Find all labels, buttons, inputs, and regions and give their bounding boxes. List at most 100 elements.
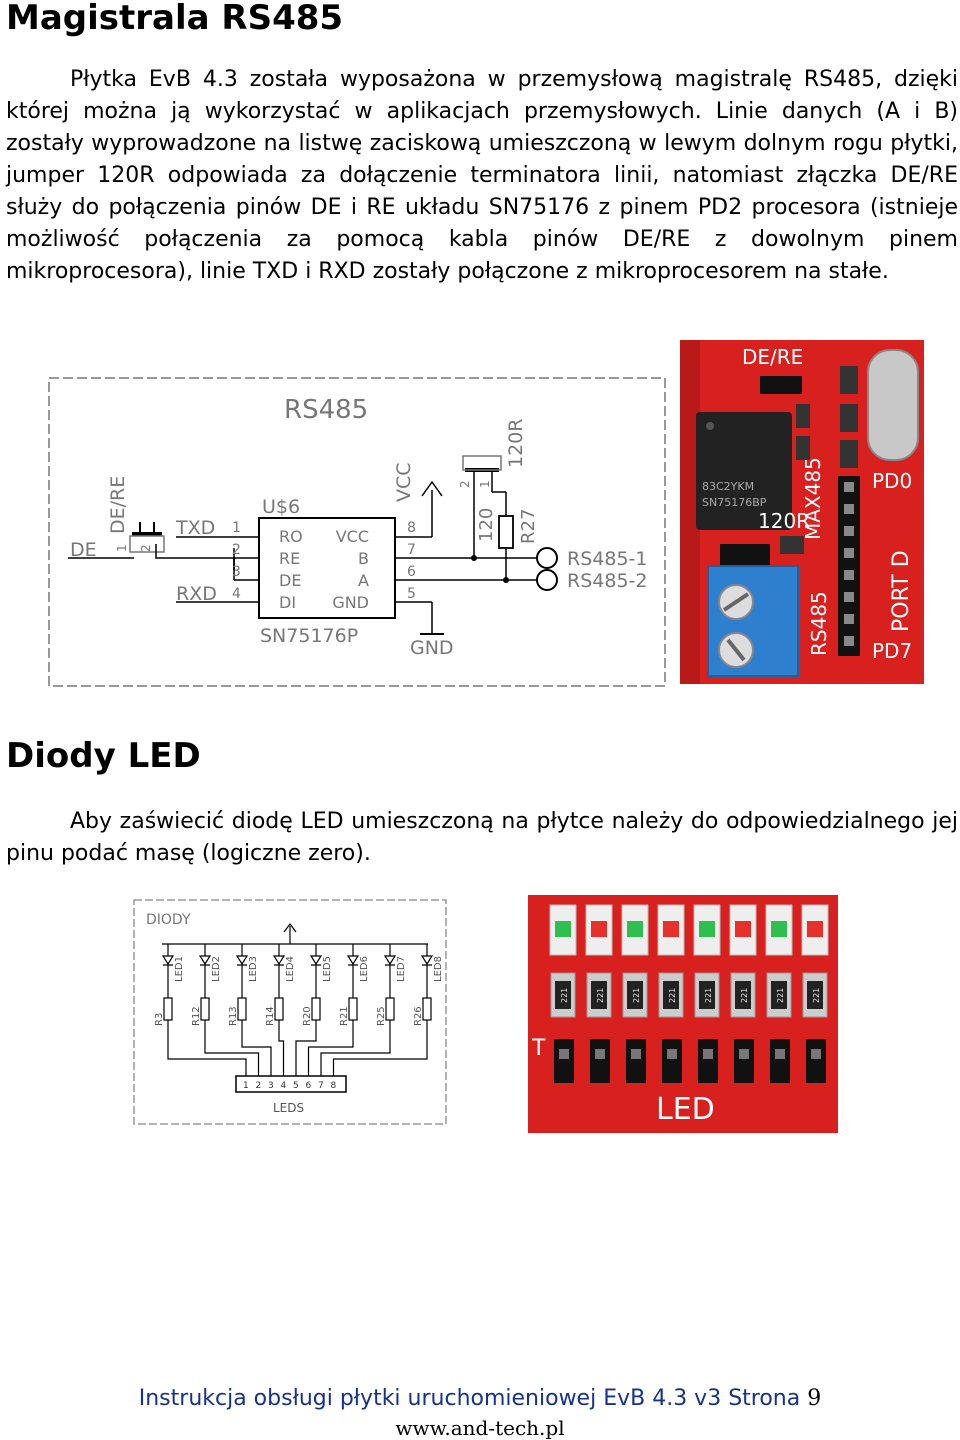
resistor-label: R13 [228, 1006, 239, 1026]
led-symbol [309, 955, 323, 966]
led-trace [204, 1020, 260, 1076]
led-label: LED2 [211, 956, 222, 982]
led-label: LED3 [248, 956, 259, 982]
resistor-label: R26 [413, 1006, 424, 1026]
resistor-code: 221 [560, 988, 569, 1003]
resistor-symbol [163, 997, 173, 1021]
net-rxd-label: RXD [176, 583, 217, 605]
resistor-code: 221 [632, 988, 641, 1003]
header-pin-metal [739, 1049, 749, 1059]
rs485-out1: RS485-1 [567, 548, 647, 570]
header-pin [698, 1039, 718, 1083]
jumper-dere-label: DE/RE [107, 476, 129, 534]
resistor-code: 221 [704, 988, 713, 1003]
led-lens [627, 921, 643, 937]
jumper-pin1: 1 [115, 544, 129, 552]
connector-pin-number: 7 [318, 1081, 324, 1091]
footer-url: www.and-tech.pl [395, 1416, 565, 1440]
silk-pd7: PD7 [872, 639, 912, 663]
silk-led: LED [656, 1092, 715, 1127]
led-lens [555, 921, 571, 937]
connector-pin-number: 2 [256, 1081, 262, 1091]
jumper-pin2: 2 [139, 544, 153, 552]
header-pin [626, 1039, 646, 1083]
resistor-name: R27 [518, 509, 539, 544]
chip-pin-vcc: VCC [336, 527, 369, 546]
led-label: LED5 [322, 956, 333, 982]
resistor-code: 221 [812, 988, 821, 1003]
led-paragraph-text: Aby zaświecić diodę LED umieszczoną na p… [6, 809, 958, 866]
chip-part-name: U$6 [262, 496, 300, 518]
chip-pin-b: B [358, 549, 369, 568]
silk-dere: DE/RE [742, 345, 803, 369]
led-label: LED8 [433, 956, 444, 982]
header-pin-metal [667, 1049, 677, 1059]
led-lens [735, 921, 751, 937]
header-pin-metal [631, 1049, 641, 1059]
led-symbol [383, 955, 397, 966]
header-pin [806, 1039, 826, 1083]
smd-resistor-body [771, 981, 787, 1009]
led-symbol [198, 955, 212, 966]
resistor-code: 221 [740, 988, 749, 1003]
led-symbol [346, 955, 360, 966]
header-pin [590, 1039, 610, 1083]
header-pin-metal [595, 1049, 605, 1059]
led-schematic: DIODY LED1R31LED2R122LED3R133LED4R144LED… [133, 899, 447, 1125]
chip-pin-num-7: 7 [407, 542, 416, 558]
net-txd-label: TXD [175, 517, 215, 539]
resistor-value: 120 [476, 508, 497, 542]
vcc-label: VCC [393, 462, 415, 502]
footer-text: Instrukcja obsługi płytki uruchomieniowe… [138, 1386, 801, 1411]
resistor-label: R14 [265, 1006, 276, 1026]
chip-pin-num-4: 4 [232, 586, 241, 602]
chip-pin-num-1: 1 [232, 520, 241, 536]
smd-resistor-body [627, 981, 643, 1009]
led-trace [320, 1020, 391, 1076]
rs485-board-photo: DE/RE 83C2YKM SN75176BP MAX485 PD0 PORT … [680, 340, 924, 684]
chip-pin-num-2: 2 [232, 542, 241, 558]
connector-pin-number: 1 [243, 1081, 249, 1091]
led-trace [295, 1020, 317, 1076]
gnd-label: GND [410, 637, 454, 659]
resistor-symbol [237, 997, 247, 1021]
led-lens [699, 921, 715, 937]
chip-marking-1: 83C2YKM [702, 480, 754, 493]
silk-rs485: RS485 [807, 591, 831, 656]
header-pin-metal [811, 1049, 821, 1059]
chip-pin-di: DI [279, 593, 296, 612]
led-trace [241, 1020, 272, 1076]
leds-connector-label: LEDS [273, 1101, 304, 1115]
led-schematic-title: DIODY [146, 912, 191, 928]
rs485-out2: RS485-2 [567, 570, 647, 592]
silk-max485: MAX485 [801, 457, 825, 540]
led-trace [307, 1020, 354, 1076]
resistor-symbol [422, 997, 432, 1021]
resistor-symbol [311, 997, 321, 1021]
chip-pin-a: A [358, 571, 369, 590]
rs485-paragraph-text: Płytka EvB 4.3 została wyposażona w prze… [6, 67, 958, 284]
led-trace [332, 1020, 428, 1076]
connector-pin-number: 5 [293, 1081, 299, 1091]
resistor-label: R12 [191, 1006, 202, 1026]
chip-pin-num-5: 5 [407, 586, 416, 602]
resistor-code: 221 [596, 988, 605, 1003]
led-label: LED1 [174, 956, 185, 982]
smd-resistor-body [555, 981, 571, 1009]
section-title-rs485: Magistrala RS485 [6, 0, 344, 38]
connector-pin-number: 6 [306, 1081, 312, 1091]
connector-pin-number: 4 [281, 1081, 287, 1091]
led-symbol [420, 955, 434, 966]
led-symbol [161, 955, 175, 966]
resistor-symbol [385, 997, 395, 1021]
led-columns: LED1R31LED2R122LED3R133LED4R144LED5R205L… [154, 944, 444, 1091]
resistor-code: 221 [776, 988, 785, 1003]
smd-resistor-body [663, 981, 679, 1009]
header-pin-metal [775, 1049, 785, 1059]
led-trace [278, 1020, 285, 1076]
term-pin-1: 1 [478, 480, 492, 488]
resistor-symbol [200, 997, 210, 1021]
header-pin-metal [559, 1049, 569, 1059]
